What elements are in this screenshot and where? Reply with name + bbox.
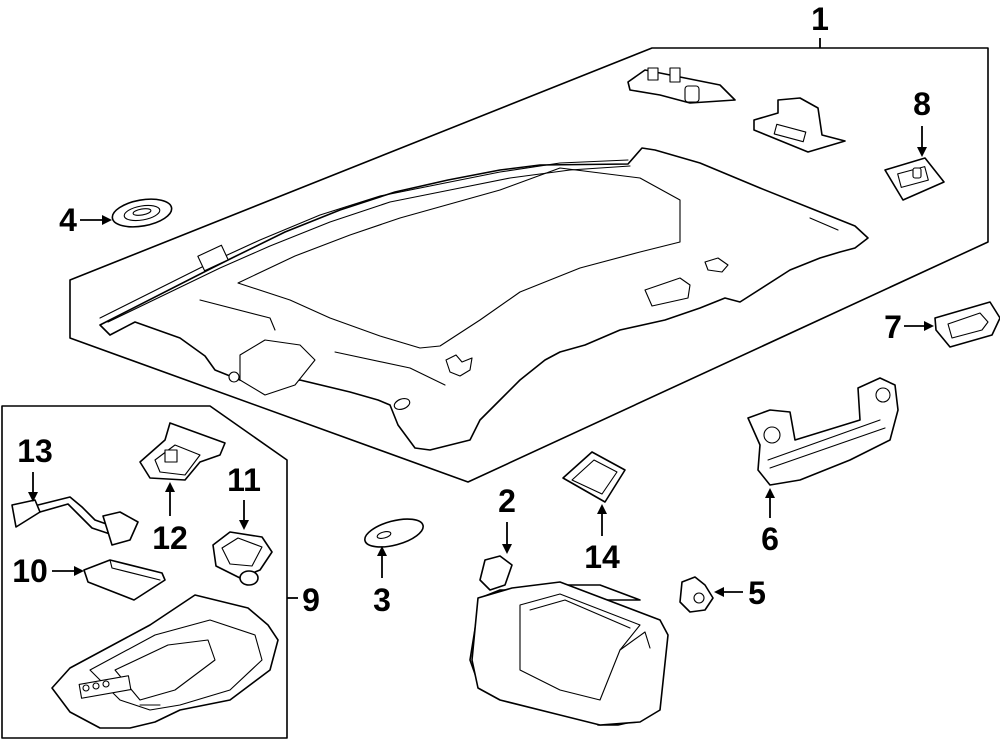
svg-text:1: 1 (811, 1, 829, 37)
callout-12[interactable]: 12 (152, 482, 188, 556)
callout-2[interactable]: 2 (498, 483, 516, 554)
lamp-mount-bracket (753, 97, 846, 153)
svg-text:4: 4 (59, 202, 77, 238)
part-12-console-bracket (139, 422, 226, 481)
callout-11[interactable]: 11 (227, 462, 261, 530)
svg-text:6: 6 (761, 521, 779, 557)
svg-text:2: 2 (498, 483, 516, 519)
part-4-grommet (111, 198, 173, 228)
headliner-panel (99, 147, 869, 451)
svg-text:12: 12 (152, 520, 188, 556)
part-13-wiring-harness (11, 496, 139, 546)
callout-7[interactable]: 7 (884, 309, 934, 345)
svg-text:7: 7 (884, 309, 902, 345)
part-2-sun-visor (469, 555, 669, 726)
svg-text:9: 9 (302, 582, 320, 618)
callout-6[interactable]: 6 (761, 488, 779, 557)
svg-text:11: 11 (227, 462, 261, 498)
part-5-retainer-clip (679, 576, 714, 613)
part-11-bulb-socket (212, 531, 273, 586)
callout-3[interactable]: 3 (373, 546, 391, 618)
headliner-group-outline (69, 38, 989, 483)
callout-1[interactable]: 1 (811, 1, 829, 37)
part-7-dome-lamp-lens (934, 301, 1000, 348)
svg-text:5: 5 (748, 575, 766, 611)
part-6-grab-handle (747, 377, 899, 486)
console-mount-bracket (627, 67, 736, 104)
callout-5[interactable]: 5 (714, 575, 766, 611)
console-group-outline (1, 405, 298, 739)
svg-text:14: 14 (584, 539, 620, 575)
callout-4[interactable]: 4 (59, 202, 112, 238)
part-10-console-module (83, 559, 166, 601)
svg-text:8: 8 (913, 86, 931, 122)
callout-14[interactable]: 14 (584, 504, 620, 575)
part-3-washer (364, 518, 424, 548)
part-14-map-lamp-bezel (562, 451, 626, 503)
svg-text:13: 13 (17, 433, 53, 469)
svg-text:10: 10 (12, 553, 48, 589)
part-9-overhead-console (51, 594, 279, 729)
svg-text:3: 3 (373, 582, 391, 618)
part-8-reading-lamp (884, 157, 945, 201)
callout-13[interactable]: 13 (17, 433, 53, 502)
callout-8[interactable]: 8 (913, 86, 931, 157)
callout-10[interactable]: 10 (12, 553, 84, 589)
callout-9[interactable]: 9 (302, 582, 320, 618)
